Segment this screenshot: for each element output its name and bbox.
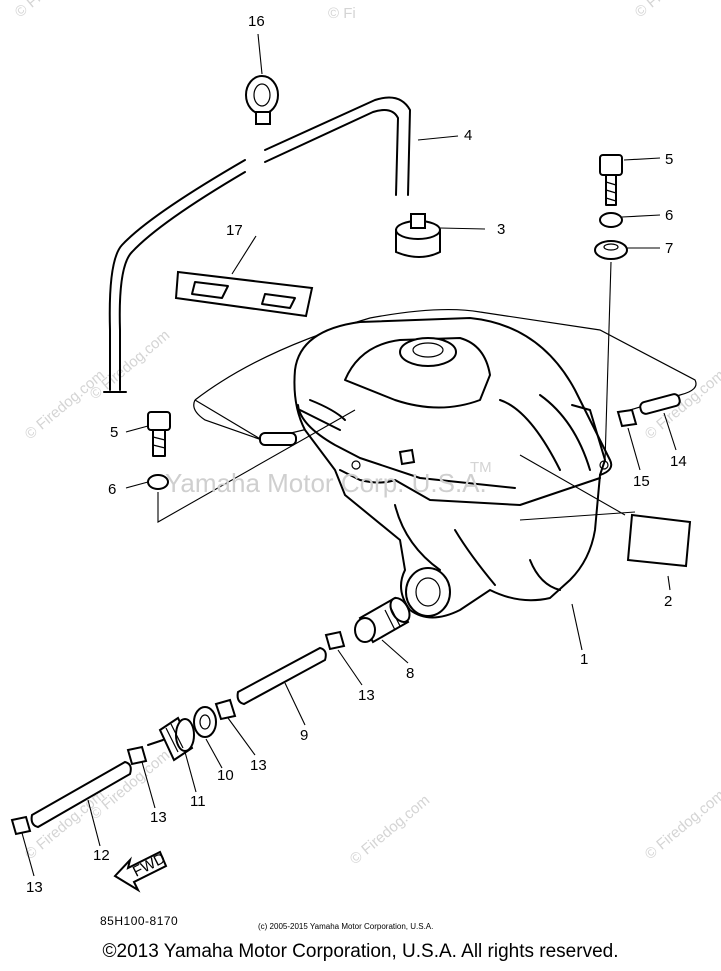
callout-13-a: 13 — [358, 687, 375, 704]
decal — [174, 270, 314, 318]
breather-hose-upper — [264, 96, 411, 196]
callout-13-d: 13 — [26, 879, 43, 896]
fuel-cap — [395, 213, 441, 258]
footer-copyright: ©2013 Yamaha Motor Corporation, U.S.A. A… — [102, 941, 619, 962]
short-hose-right — [639, 393, 681, 415]
callout-6-right: 6 — [665, 207, 673, 224]
forward-arrow: FWD — [113, 850, 168, 893]
callout-4: 4 — [464, 127, 472, 144]
watermark-site: © Firedog.com — [347, 792, 433, 868]
callout-numbers: 1 2 3 4 5 5 6 6 7 8 9 10 11 12 13 13 13 … — [26, 13, 687, 896]
callout-11: 11 — [190, 793, 206, 810]
clip-13-b — [214, 698, 237, 721]
watermark-site: © Firedog.com — [632, 0, 718, 21]
callout-15: 15 — [633, 473, 650, 490]
callout-8: 8 — [406, 665, 414, 682]
watermark-tm: TM — [470, 459, 492, 476]
tank-cover-outline — [193, 308, 697, 441]
clip-13-c — [126, 745, 148, 766]
callout-13-b: 13 — [250, 757, 267, 774]
watermark-site: © Firedog.com — [642, 787, 721, 863]
fuel-filter — [354, 596, 411, 644]
washer — [193, 706, 217, 738]
assembly-line-right — [604, 261, 612, 463]
bolt-left — [147, 411, 171, 457]
callout-2: 2 — [664, 593, 672, 610]
callout-13-c: 13 — [150, 809, 167, 826]
callout-3: 3 — [497, 221, 505, 238]
watermark-site: © Firedog.com — [87, 327, 173, 403]
plate — [626, 513, 692, 568]
tank-cover-lower-edge — [194, 399, 263, 441]
callout-14: 14 — [670, 453, 687, 470]
callout-7: 7 — [665, 240, 673, 257]
watermark-top: © Fi — [328, 5, 356, 22]
fuel-hose-9 — [236, 646, 327, 706]
fwd-label: FWD — [130, 850, 168, 881]
callout-10: 10 — [217, 767, 234, 784]
watermark-site: © Firedog.com — [12, 0, 98, 21]
fuel-tank — [293, 316, 613, 619]
assembly-line-left — [157, 409, 356, 523]
callout-5-right: 5 — [665, 151, 673, 168]
drawing-code: 85H100-8170 — [100, 914, 179, 928]
nut-right — [599, 212, 623, 228]
clip-13-a — [324, 630, 346, 651]
callout-1: 1 — [580, 651, 588, 668]
watermark-center: Yamaha Motor Corp. U.S.A. — [165, 468, 487, 498]
fuel-cock — [147, 716, 195, 762]
callout-leaders — [21, 33, 677, 877]
grommet — [594, 240, 628, 260]
short-hose-left — [259, 432, 297, 446]
small-copyright: (c) 2005-2015 Yamaha Motor Corporation, … — [258, 922, 434, 931]
callout-17: 17 — [226, 222, 243, 239]
hose-clamp — [245, 75, 279, 125]
callout-9: 9 — [300, 727, 308, 744]
callout-5-left: 5 — [110, 424, 118, 441]
clip-near-tank — [398, 448, 416, 466]
breather-hose-lower — [108, 159, 246, 391]
callout-6-left: 6 — [108, 481, 116, 498]
callout-12: 12 — [93, 847, 110, 864]
clip-15 — [616, 408, 638, 428]
callout-16: 16 — [248, 13, 265, 30]
clip-13-d — [10, 815, 32, 836]
fuel-hose-12 — [30, 760, 132, 829]
watermark-site: © Firedog.com — [22, 367, 108, 443]
bolt-right — [599, 154, 623, 206]
